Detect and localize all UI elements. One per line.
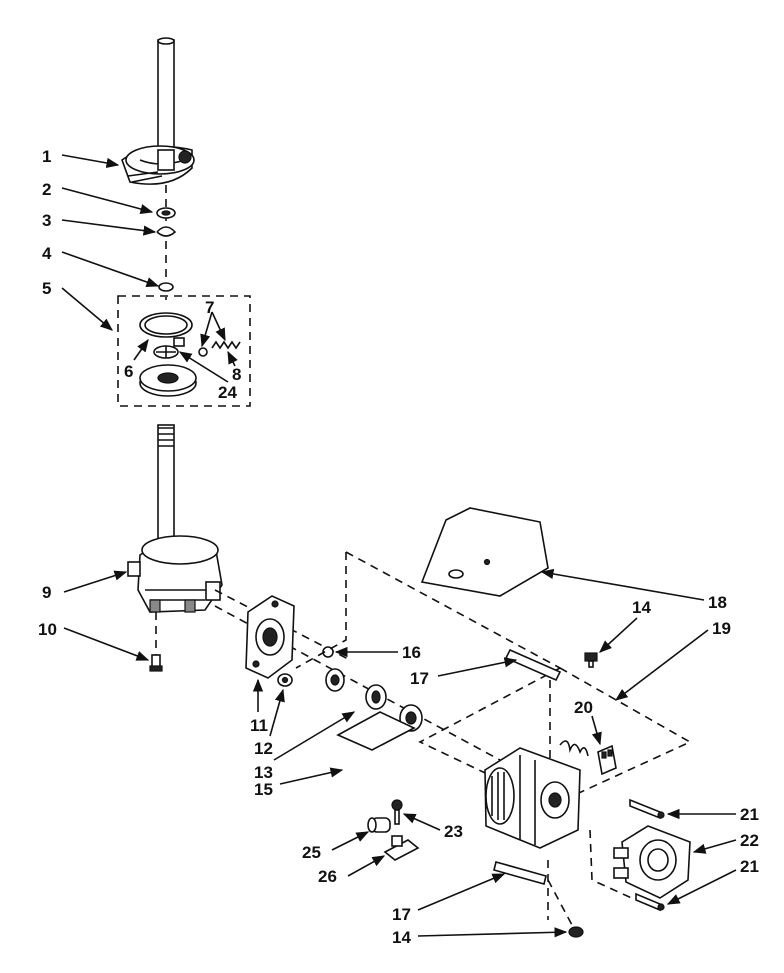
pulley-disc <box>139 364 197 397</box>
callout-25: 25 <box>302 843 321 862</box>
part-12-nut <box>277 673 293 687</box>
callout-18: 18 <box>708 593 727 612</box>
leader-lines <box>61 154 737 938</box>
callout-17-lower: 17 <box>392 905 411 924</box>
part-17-bracket-lower <box>493 861 547 885</box>
part-7-ball <box>198 347 208 357</box>
callout-21-upper: 21 <box>740 805 759 824</box>
part-4-clip <box>158 282 174 292</box>
part-23-screw <box>391 799 403 825</box>
part-11-pump-cover <box>245 595 295 679</box>
callout-6: 6 <box>124 362 133 381</box>
callout-3: 3 <box>42 211 51 230</box>
part-13-coupler-b <box>365 684 387 710</box>
callout-20: 20 <box>574 698 593 717</box>
part-25-capacitor <box>367 817 391 833</box>
callout-1: 1 <box>42 147 51 166</box>
callout-23: 23 <box>444 822 463 841</box>
callout-5: 5 <box>42 279 51 298</box>
callout-12: 12 <box>254 739 273 758</box>
callout-7: 7 <box>205 298 214 317</box>
motor <box>484 740 589 849</box>
callout-17-upper: 17 <box>410 669 429 688</box>
part-20-connector <box>597 744 617 776</box>
callout-21-lower: 21 <box>740 857 759 876</box>
callout-26: 26 <box>318 867 337 886</box>
part-3-ring <box>156 226 177 237</box>
part-15-shield <box>336 711 416 751</box>
part-1-cam <box>121 145 195 185</box>
part-18-plate <box>420 507 549 597</box>
callout-14-upper: 14 <box>632 598 651 617</box>
part-8-spring <box>211 340 241 350</box>
callout-8: 8 <box>232 365 241 384</box>
part-22-pump <box>613 825 691 899</box>
callout-16: 16 <box>402 643 421 662</box>
part-9-gearcase <box>127 535 223 613</box>
callout-labels: 1 2 3 4 5 6 7 8 24 9 10 11 12 13 15 16 1… <box>38 147 759 947</box>
part-24-hub <box>153 345 179 359</box>
drive-shaft-upper <box>157 37 175 161</box>
assembly-5-box <box>117 295 251 407</box>
part-10-bolt <box>149 654 163 672</box>
callout-19: 19 <box>712 619 731 638</box>
callout-9: 9 <box>42 583 51 602</box>
part-6-band <box>139 312 193 347</box>
part-14-screw-lower <box>568 926 584 938</box>
callout-13: 13 <box>254 763 273 782</box>
callout-10: 10 <box>38 620 57 639</box>
part-21-clip-upper <box>629 798 665 820</box>
callout-15: 15 <box>254 780 273 799</box>
drive-shaft-lower <box>157 424 175 546</box>
callout-11: 11 <box>250 716 268 735</box>
part-17-bracket-upper <box>504 648 562 682</box>
callout-2: 2 <box>42 180 51 199</box>
part-21-clip-lower <box>635 892 665 912</box>
part-13-coupler-a <box>325 668 345 692</box>
callout-4: 4 <box>42 244 52 263</box>
callout-14-lower: 14 <box>392 928 411 947</box>
part-26-strap <box>383 835 420 861</box>
callout-24: 24 <box>218 383 237 402</box>
part-2-washer <box>156 207 176 219</box>
assembly-19-outline <box>295 551 692 821</box>
part-14-screw-upper <box>584 652 598 668</box>
callout-22: 22 <box>740 831 759 850</box>
